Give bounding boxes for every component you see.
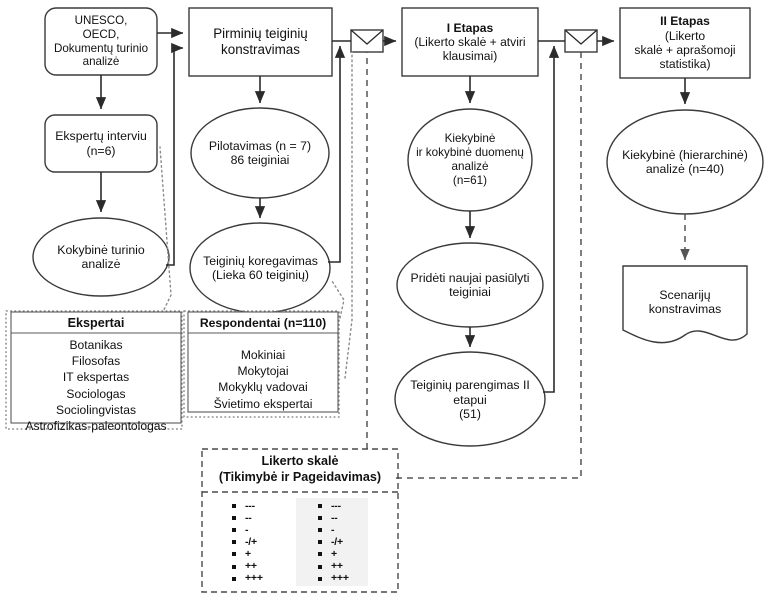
panel-respondents-title: Respondentai (n=110)	[199, 316, 327, 330]
node-statements-for-stage-two	[394, 351, 546, 447]
respondent-list-item: Mokyklų vadovai	[218, 380, 308, 395]
panel-respondents-frame	[187, 311, 339, 413]
likert-item: +++	[318, 573, 349, 585]
bullet-icon	[318, 504, 322, 509]
likert-value: +	[331, 548, 337, 561]
bullet-icon	[232, 564, 236, 569]
edge-stage-two-statements-feedback	[543, 45, 560, 393]
likert-value: --	[331, 511, 338, 524]
edge-qualitative-to-initial	[166, 42, 184, 266]
panel-likert-title-line1: Likerto skalė	[261, 454, 339, 468]
node-quant-qual-analysis	[407, 108, 533, 212]
expert-list-item: Sociolingvistas	[56, 402, 136, 417]
panel-experts-frame	[10, 311, 182, 424]
likert-item: ++	[232, 560, 263, 572]
likert-value: ---	[245, 499, 255, 512]
bullet-icon	[318, 516, 322, 521]
likert-item: -/+	[318, 536, 349, 548]
respondent-list-item: Mokiniai	[240, 348, 286, 362]
node-stage-one	[401, 7, 539, 77]
likert-item: -	[318, 524, 349, 536]
likert-value: --	[245, 511, 252, 524]
edge-respondents-to-stage-one	[344, 51, 353, 379]
node-sources	[44, 7, 158, 76]
respondent-list-item: Mokytojai	[237, 364, 289, 379]
likert-right-column-shade	[296, 498, 368, 586]
expert-list-item: Filosofas	[71, 354, 121, 369]
node-initial-statements	[188, 7, 333, 77]
likert-item: -	[232, 524, 263, 536]
likert-item: +	[232, 548, 263, 560]
node-add-new-statements	[396, 242, 544, 328]
bullet-icon	[232, 528, 236, 533]
node-stage-two	[619, 7, 751, 79]
likert-item: ---	[232, 500, 263, 512]
likert-value: ++	[331, 560, 343, 573]
node-statement-revision	[189, 222, 331, 314]
likert-value: -	[245, 523, 249, 536]
expert-list-item: Botanikas	[69, 338, 123, 352]
node-qualitative-content	[32, 217, 170, 297]
likert-item: ---	[318, 500, 349, 512]
likert-value: +	[245, 548, 251, 561]
likert-value: +++	[245, 572, 263, 585]
likert-value: -	[331, 523, 335, 536]
bullet-icon	[318, 552, 322, 557]
edge-experts-to-expert-interview	[159, 146, 172, 319]
expert-list-item: Astrofizikas-paleontologas	[25, 419, 167, 434]
likert-value: ---	[331, 499, 341, 512]
likert-value: -/+	[245, 536, 257, 549]
bullet-icon	[232, 504, 236, 509]
likert-item: +++	[232, 573, 263, 585]
envelope-icon-two	[564, 29, 598, 53]
likert-item: --	[232, 512, 263, 524]
node-scenario-construction	[622, 265, 748, 344]
likert-value: -/+	[331, 536, 343, 549]
likert-item: ++	[318, 560, 349, 572]
expert-list-item: Sociologas	[66, 386, 126, 401]
likert-value: +++	[331, 572, 349, 585]
respondent-list-item: Švietimo ekspertai	[213, 396, 313, 411]
likert-column-right: -------/+++++++	[318, 500, 349, 585]
bullet-icon	[318, 528, 322, 533]
edge-respondents-to-revision	[331, 280, 345, 319]
edge-revision-to-initial-feedback	[328, 45, 346, 263]
bullet-icon	[318, 576, 322, 581]
likert-value: ++	[245, 560, 257, 573]
bullet-icon	[232, 540, 236, 545]
bullet-icon	[232, 576, 236, 581]
bullet-icon	[318, 540, 322, 545]
panel-likert-title-line2: (Tikimybė ir Pageidavimas)	[218, 470, 382, 484]
expert-list-item: IT ekspertas	[62, 370, 130, 385]
node-expert-interview	[44, 114, 158, 173]
node-hierarchical-analysis	[606, 109, 764, 215]
bullet-icon	[232, 552, 236, 557]
likert-column-left: -------/+++++++	[232, 500, 263, 585]
likert-item: --	[318, 512, 349, 524]
likert-item: +	[318, 548, 349, 560]
node-piloting	[190, 107, 330, 199]
likert-item: -/+	[232, 536, 263, 548]
bullet-icon	[232, 516, 236, 521]
bullet-icon	[318, 564, 322, 569]
panel-experts-title: Ekspertai	[67, 316, 125, 330]
envelope-icon-one	[350, 29, 384, 53]
